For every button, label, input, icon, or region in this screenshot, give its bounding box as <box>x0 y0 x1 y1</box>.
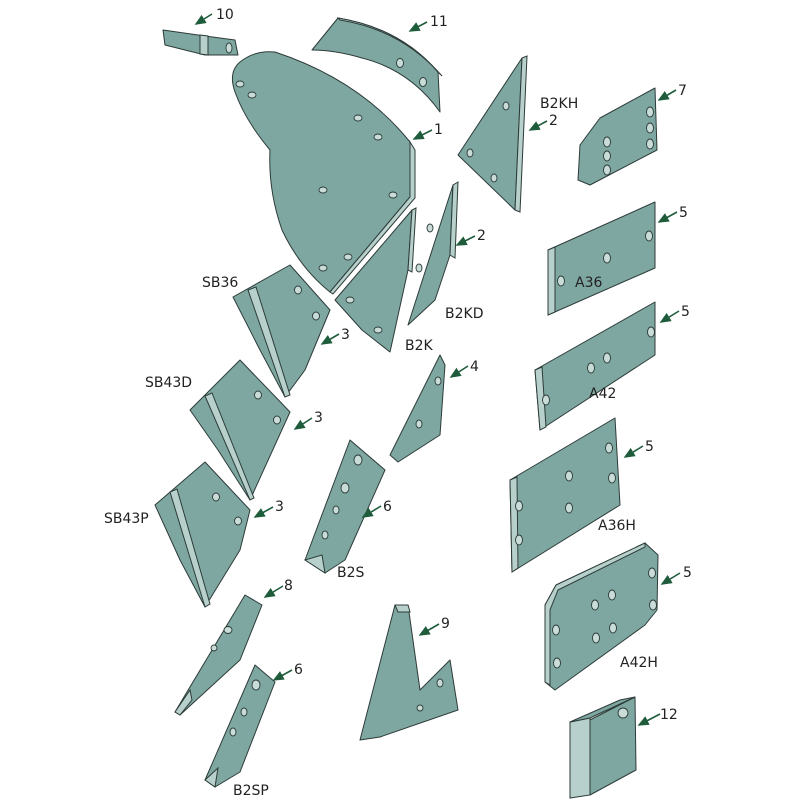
label-a42: A42 <box>589 386 616 402</box>
label-9: 9 <box>441 616 450 632</box>
label-sb36: SB36 <box>202 275 238 291</box>
label-b2kh: B2KH <box>540 96 578 112</box>
part-labels: 10 11 1 B2KH 2 7 2 5 A36 SB36 B2KD 5 3 B… <box>104 7 692 799</box>
part-8 <box>174 594 263 716</box>
part-6-b2s <box>303 439 386 575</box>
label-11: 11 <box>430 14 448 30</box>
label-5a: 5 <box>679 205 688 221</box>
label-5d: 5 <box>683 565 692 581</box>
label-2b: 2 <box>477 228 486 244</box>
label-5c: 5 <box>645 439 654 455</box>
part-4 <box>389 354 446 463</box>
label-sb43d: SB43D <box>145 375 192 391</box>
label-a36: A36 <box>575 275 602 291</box>
label-a36h: A36H <box>598 518 636 534</box>
label-2a: 2 <box>549 113 558 129</box>
part-12-block <box>569 696 637 799</box>
label-3b: 3 <box>314 410 323 426</box>
part-a42h <box>544 542 659 691</box>
leader-arrows <box>194 13 681 726</box>
label-sb43p: SB43P <box>104 511 149 527</box>
label-6a: 6 <box>383 499 392 515</box>
part-3-sb43d <box>189 359 291 501</box>
label-a42h: A42H <box>620 655 658 671</box>
label-5b: 5 <box>681 304 690 320</box>
label-3c: 3 <box>275 499 284 515</box>
label-b2k: B2K <box>405 338 434 354</box>
label-1: 1 <box>434 122 443 138</box>
part-a36 <box>547 201 656 316</box>
label-3a: 3 <box>341 327 350 343</box>
part-3-sb36 <box>232 264 331 398</box>
label-4: 4 <box>470 359 479 375</box>
part-a36h <box>509 417 621 573</box>
part-1-moldboard <box>231 51 416 295</box>
label-b2kd: B2KD <box>445 306 483 322</box>
part-2-b2kd <box>407 181 459 326</box>
part-11-strip <box>311 17 443 113</box>
label-8: 8 <box>284 578 293 594</box>
part-6-b2sp <box>204 664 276 788</box>
label-7: 7 <box>678 83 687 99</box>
part-a42 <box>534 301 656 431</box>
part-b2k <box>334 207 417 353</box>
label-12: 12 <box>660 707 678 723</box>
part-10-pin <box>162 29 239 56</box>
label-b2s: B2S <box>337 565 365 581</box>
label-10: 10 <box>216 7 234 23</box>
label-6b: 6 <box>294 662 303 678</box>
part-9 <box>359 604 459 741</box>
part-2-b2kh <box>457 55 528 213</box>
part-7-plate <box>577 87 658 186</box>
label-b2sp: B2SP <box>233 783 269 799</box>
part-3-sb43p <box>154 461 251 608</box>
